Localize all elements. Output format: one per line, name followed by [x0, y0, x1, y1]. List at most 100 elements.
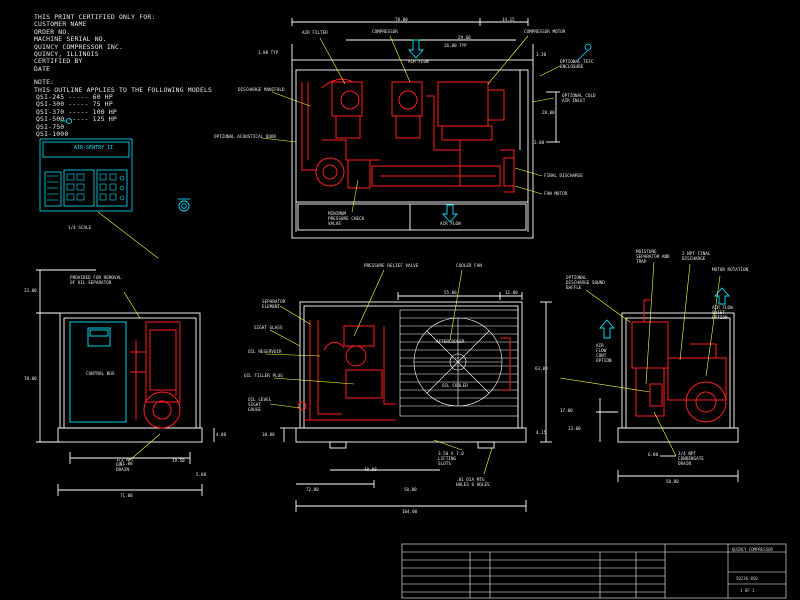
dim-rear-h2: 13.00	[568, 426, 581, 431]
dim-side-top-b: 12.00	[505, 290, 518, 295]
label-final-discharge-rear: 2 NPT FINAL DISCHARGE	[682, 252, 711, 262]
dim-rear-h1: 17.00	[560, 408, 573, 413]
notes-line: QUINCY, ILLINOIS	[34, 50, 99, 59]
panel-leader	[97, 211, 159, 259]
dim-side-base: 4.25	[536, 430, 547, 435]
dim-top-e: 2.00	[534, 140, 545, 145]
panel-scale: 1/4 SCALE	[68, 226, 92, 231]
dim-top-c: 3.30	[536, 52, 547, 57]
side-cooler-grille	[399, 309, 519, 417]
label-oil-cooler: OIL COOLER	[442, 384, 468, 389]
certification-notes: THIS PRINT CERTIFIED ONLY FOR: CUSTOMER …	[34, 13, 213, 139]
label-compressor-motor: COMPRESSOR MOTOR	[524, 30, 566, 35]
label-oil-level-gauge: OIL LEVEL SIGHT GAUGE	[248, 398, 272, 413]
title-block	[401, 543, 787, 599]
label-moisture-separator: MOISTURE SEPARATOR AND TRAP	[636, 250, 670, 265]
dim-side-left: 72.00	[306, 487, 319, 492]
dim-side-mid: 50.00	[404, 487, 417, 492]
label-pressure-relief-valve: PRESSURE RELIEF VALVE	[364, 264, 419, 269]
front-view-leaders	[123, 291, 161, 461]
dim-side-overall: 104.00	[402, 509, 418, 514]
top-view-leaders	[261, 35, 561, 213]
label-sight-glass: SIGHT GLASS	[254, 326, 283, 331]
dim-top-right: 14.15	[502, 17, 515, 22]
dim-front-top: 23.00	[24, 288, 37, 293]
rear-view-leaders	[559, 261, 721, 457]
model-item: QSI-245 ----- 60 HP	[36, 93, 113, 102]
label-air-flow-top: AIR FLOW	[408, 60, 429, 65]
dim-side-low: 10.00	[262, 432, 275, 437]
top-view-frame	[291, 18, 560, 239]
label-air-flow-quiet: AIR FLOW QUIET OPTION	[712, 306, 733, 321]
dim-front-base: 4.00	[216, 432, 227, 437]
dim-side-height: 63.00	[535, 366, 548, 371]
notes-line: DATE	[34, 64, 51, 73]
model-item: QSI-750	[36, 122, 65, 131]
title-company: QUINCY COMPRESSOR	[732, 547, 773, 552]
dim-side-sub: 40.00	[364, 467, 377, 472]
control-panel-detail	[39, 138, 133, 212]
label-oil-filler-plug: OIL FILLER PLUG	[244, 374, 283, 379]
label-condensate-drain: 3/4 NPT CONDENSATE DRAIN	[678, 452, 704, 467]
label-air-flow-bottom: AIR FLOW	[440, 222, 461, 227]
top-air-flow-arrows	[408, 39, 458, 223]
label-compressor: COMPRESSOR	[372, 30, 398, 35]
label-optional-acoustical-door: OPTIONAL ACOUSTICAL DOOR	[214, 135, 277, 140]
model-list: QSI-245 ----- 60 HP QSI-300 ----- 75 HP …	[36, 93, 212, 139]
label-lifting-slots: 3.50 X 7.0 LIFTING SLOTS	[438, 452, 464, 467]
front-control-box	[69, 321, 127, 423]
notes-line: THIS PRINT CERTIFIED ONLY FOR:	[34, 13, 156, 21]
rear-view-machine	[631, 299, 727, 423]
front-view-frame	[36, 269, 215, 496]
label-air-flow-cont: AIR FLOW CONT OPTION	[596, 344, 612, 364]
dim-front-width: 71.00	[120, 493, 133, 498]
rear-air-flow-arrows	[599, 287, 730, 339]
tefc-icon	[577, 43, 592, 61]
model-item: QSI-1000	[36, 130, 69, 139]
note-text: THIS OUTLINE APPLIES TO THE FOLLOWING MO…	[34, 85, 213, 94]
label-aftercooler: AFTERCOOLER	[436, 340, 465, 345]
dim-top-d: 28.00	[542, 110, 555, 115]
label-final-discharge-top: FINAL DISCHARGE	[544, 174, 583, 179]
front-view-machine	[130, 321, 181, 429]
model-item: QSI-500 ----- 125 HP	[36, 115, 117, 124]
label-optional-tefc: OPTIONAL TEFC ENCLOSURE	[560, 60, 594, 70]
title-sheet: 1 OF 1	[740, 588, 755, 593]
label-oil-reservoir: OIL RESERVOIR	[248, 350, 282, 355]
label-removal-provision: PROVIDED FOR REMOVAL OF OIL SEPARATOR	[70, 276, 122, 286]
top-view-machine	[301, 78, 515, 193]
model-item: QSI-300 ----- 75 HP	[36, 100, 113, 109]
side-view-leaders	[265, 269, 493, 475]
title-drawing-no: 50236-050	[736, 576, 758, 581]
label-fan-motor: FAN MOTOR	[544, 192, 568, 197]
panel-title: AIR-SENTRY II	[74, 145, 114, 151]
panel-indicator-icon	[178, 198, 190, 212]
dim-top-a: 29.60	[458, 35, 471, 40]
notes-line: ORDER NO.	[34, 27, 71, 36]
label-discharge-manifold: DISCHARGE MANIFOLD	[238, 88, 285, 93]
label-cooler-fan: COOLER FAN	[456, 264, 482, 269]
dim-top-f: 3.00 TYP	[258, 50, 279, 55]
dim-top-b: 26.00 TYP	[444, 43, 467, 48]
note-tag-icon	[60, 118, 73, 125]
label-optional-cold-air-inlet: OPTIONAL COLD AIR INLET	[562, 94, 596, 104]
notes-line: MACHINE SERIAL NO.	[34, 35, 107, 44]
side-view-frame	[280, 292, 552, 512]
label-oil-drain: 1/2 NPT OIL DRAIN	[116, 458, 135, 473]
dim-rear-width: 58.00	[666, 479, 679, 484]
notes-line: CERTIFIED BY	[34, 57, 83, 66]
label-mounting-holes: .81 DIA MTG HOLES 6 HOLES	[456, 478, 490, 488]
side-view-machine	[297, 320, 511, 421]
label-motor-rotation: MOTOR ROTATION	[712, 268, 749, 273]
dim-top-overall: 78.00	[395, 17, 408, 22]
label-optional-baffle: OPTIONAL DISCHARGE SOUND BAFFLE	[566, 276, 605, 291]
note-heading: NOTE:	[34, 78, 55, 87]
dim-rear-drain: 6.00	[648, 452, 659, 457]
label-control-box: CONTROL BOX	[86, 372, 115, 377]
rear-view-frame	[596, 312, 739, 482]
label-min-pressure-check-valve: MINIMUM PRESSURE CHECK VALVE	[328, 212, 365, 227]
notes-line: QUINCY COMPRESSOR INC.	[34, 42, 124, 51]
label-air-filter: AIR FILTER	[302, 31, 328, 36]
dim-front-foot: 5.00	[196, 472, 207, 477]
